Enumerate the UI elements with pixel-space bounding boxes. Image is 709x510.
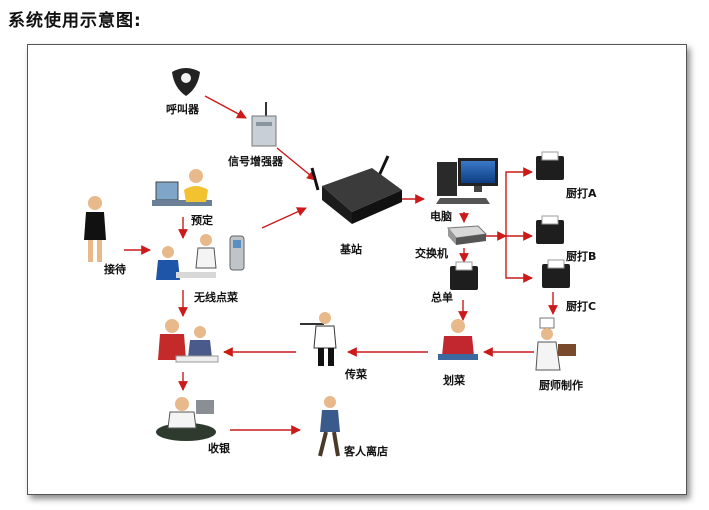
arrow-to-printer-a bbox=[505, 167, 533, 236]
label-pager: 呼叫器 bbox=[166, 103, 199, 116]
label-wireless-order: 无线点菜 bbox=[194, 291, 238, 304]
arrow-pager-booster bbox=[204, 95, 247, 119]
master-printer-icon bbox=[450, 261, 478, 290]
handheld-terminal-icon bbox=[229, 235, 245, 271]
label-printer-a: 厨打A bbox=[566, 187, 597, 200]
label-signal-booster: 信号增强器 bbox=[228, 155, 283, 168]
label-mark-dish: 划菜 bbox=[443, 374, 465, 387]
label-master-ticket: 总单 bbox=[431, 291, 453, 304]
label-reception: 接待 bbox=[104, 263, 126, 276]
label-switch: 交换机 bbox=[415, 247, 448, 260]
label-base-station: 基站 bbox=[340, 243, 362, 256]
leaving-guest-icon bbox=[318, 396, 340, 457]
dining-guests-icon bbox=[158, 319, 219, 363]
label-printer-c: 厨打C bbox=[566, 300, 597, 313]
cashier-icon bbox=[156, 397, 216, 441]
diagram-frame bbox=[27, 44, 687, 495]
switch-icon bbox=[447, 225, 488, 245]
flow-arrows bbox=[124, 95, 558, 435]
arrow-phone-base bbox=[261, 207, 307, 229]
receptionist-icon bbox=[84, 196, 106, 262]
pager-icon bbox=[172, 68, 200, 96]
label-serve-dish: 传菜 bbox=[345, 368, 367, 381]
arrow-booster-base bbox=[276, 147, 317, 181]
base-station-icon bbox=[310, 155, 402, 224]
label-reservation: 预定 bbox=[191, 214, 213, 227]
page-title: 系统使用示意图: bbox=[8, 11, 142, 31]
label-chef-cooking: 厨师制作 bbox=[539, 379, 583, 392]
computer-icon bbox=[436, 158, 498, 204]
reservation-clerk-icon bbox=[152, 169, 212, 206]
label-printer-b: 厨打B bbox=[566, 250, 597, 263]
label-computer: 电脑 bbox=[430, 210, 452, 223]
label-checkout: 收银 bbox=[208, 442, 230, 455]
printer-c-icon bbox=[542, 259, 570, 288]
dish-marker-icon bbox=[438, 319, 478, 360]
label-guest-leave: 客人离店 bbox=[344, 445, 388, 458]
printer-b-icon bbox=[536, 215, 564, 244]
printer-a-icon bbox=[536, 151, 564, 180]
wireless-order-icon bbox=[156, 234, 217, 280]
chef-icon bbox=[535, 317, 576, 371]
signal-booster-icon bbox=[251, 102, 277, 147]
arrow-to-printer-c bbox=[505, 236, 533, 283]
waiter-icon bbox=[300, 312, 337, 366]
